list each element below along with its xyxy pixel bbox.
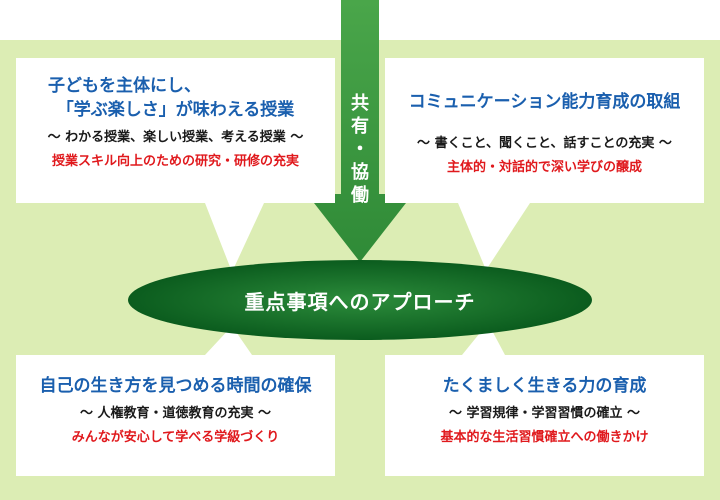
bottom-left-box <box>16 326 335 476</box>
bottom-left-title: 自己の生き方を見つめる時間の確保 <box>39 376 312 396</box>
arrow-char: 有 <box>351 116 369 137</box>
bottom-right-accent: 基本的な生活習慣確立への働きかけ <box>440 430 649 445</box>
center-ellipse <box>128 260 592 340</box>
top-right-content: コミュニケーション能力育成の取組 ～ 書くこと、聞くこと、話すことの充実 ～ 主… <box>385 90 704 178</box>
bottom-left-content: 自己の生き方を見つめる時間の確保 ～ 人権教育・道徳教育の充実 ～ みんなが安心… <box>16 374 335 448</box>
top-left-title-line2: 「学ぶ楽しさ」が味わえる授業 <box>56 100 295 120</box>
top-left-title-line1: 子どもを主体にし、 <box>48 76 201 96</box>
bottom-right-box <box>385 323 704 476</box>
top-right-box <box>385 58 704 270</box>
arrow-char: 協 <box>351 162 369 183</box>
arrow-char: ・ <box>351 139 369 160</box>
bottom-left-subtitle: ～ 人権教育・道徳教育の充実 ～ <box>79 406 272 421</box>
arrow-char: 共 <box>351 93 369 114</box>
bottom-right-content: たくましく生きる力の育成 ～ 学習規律・学習習慣の確立 ～ 基本的な生活習慣確立… <box>385 374 704 448</box>
bottom-right-title: たくましく生きる力の育成 <box>442 376 647 396</box>
top-left-content: 子どもを主体にし、 「学ぶ楽しさ」が味わえる授業 ～ わかる授業、楽しい授業、考… <box>16 74 335 172</box>
top-left-subtitle: ～ わかる授業、楽しい授業、考える授業 ～ <box>47 130 304 145</box>
top-left-box <box>16 58 335 272</box>
bottom-right-subtitle: ～ 学習規律・学習習慣の確立 ～ <box>448 406 641 421</box>
arrow-char: 働 <box>351 185 369 206</box>
center-label: 重点事項へのアプローチ <box>244 290 476 314</box>
top-left-title: 子どもを主体にし、 「学ぶ楽しさ」が味わえる授業 <box>16 74 335 122</box>
top-right-accent: 主体的・対話的で深い学びの醸成 <box>446 160 642 175</box>
top-right-title: コミュニケーション能力育成の取組 <box>408 92 681 112</box>
top-left-accent: 授業スキル向上のための研究・研修の充実 <box>51 154 299 169</box>
top-right-subtitle: ～ 書くこと、聞くこと、話すことの充実 ～ <box>417 136 672 151</box>
arrow-label: 共 有 ・ 協 働 <box>342 92 378 207</box>
bottom-left-accent: みんなが安心して学べる学級づくり <box>71 430 280 445</box>
